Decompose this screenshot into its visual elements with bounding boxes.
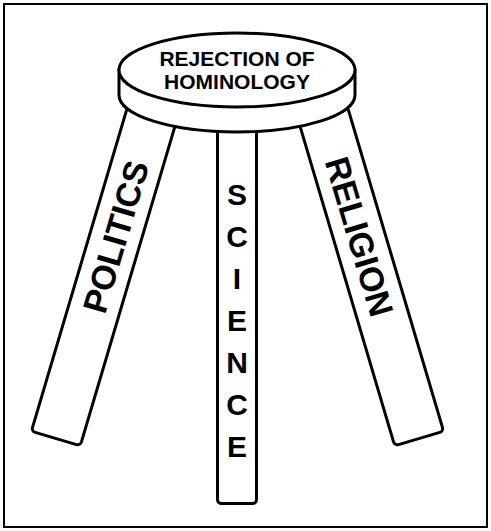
stool-leg: RELIGION xyxy=(296,104,445,447)
leg-body xyxy=(31,106,176,446)
leg-label: SCIENCE xyxy=(225,174,249,468)
leg-body xyxy=(218,112,257,504)
stool-leg: POLITICS xyxy=(29,104,178,447)
stool-leg: SCIENCE xyxy=(216,110,258,505)
frame-border xyxy=(4,4,487,527)
seat-label: REJECTION OF HOMINOLOGY xyxy=(137,47,337,93)
seat-top xyxy=(119,33,355,107)
leg-body xyxy=(298,106,443,446)
stool-seat: REJECTION OF HOMINOLOGY xyxy=(117,30,357,136)
